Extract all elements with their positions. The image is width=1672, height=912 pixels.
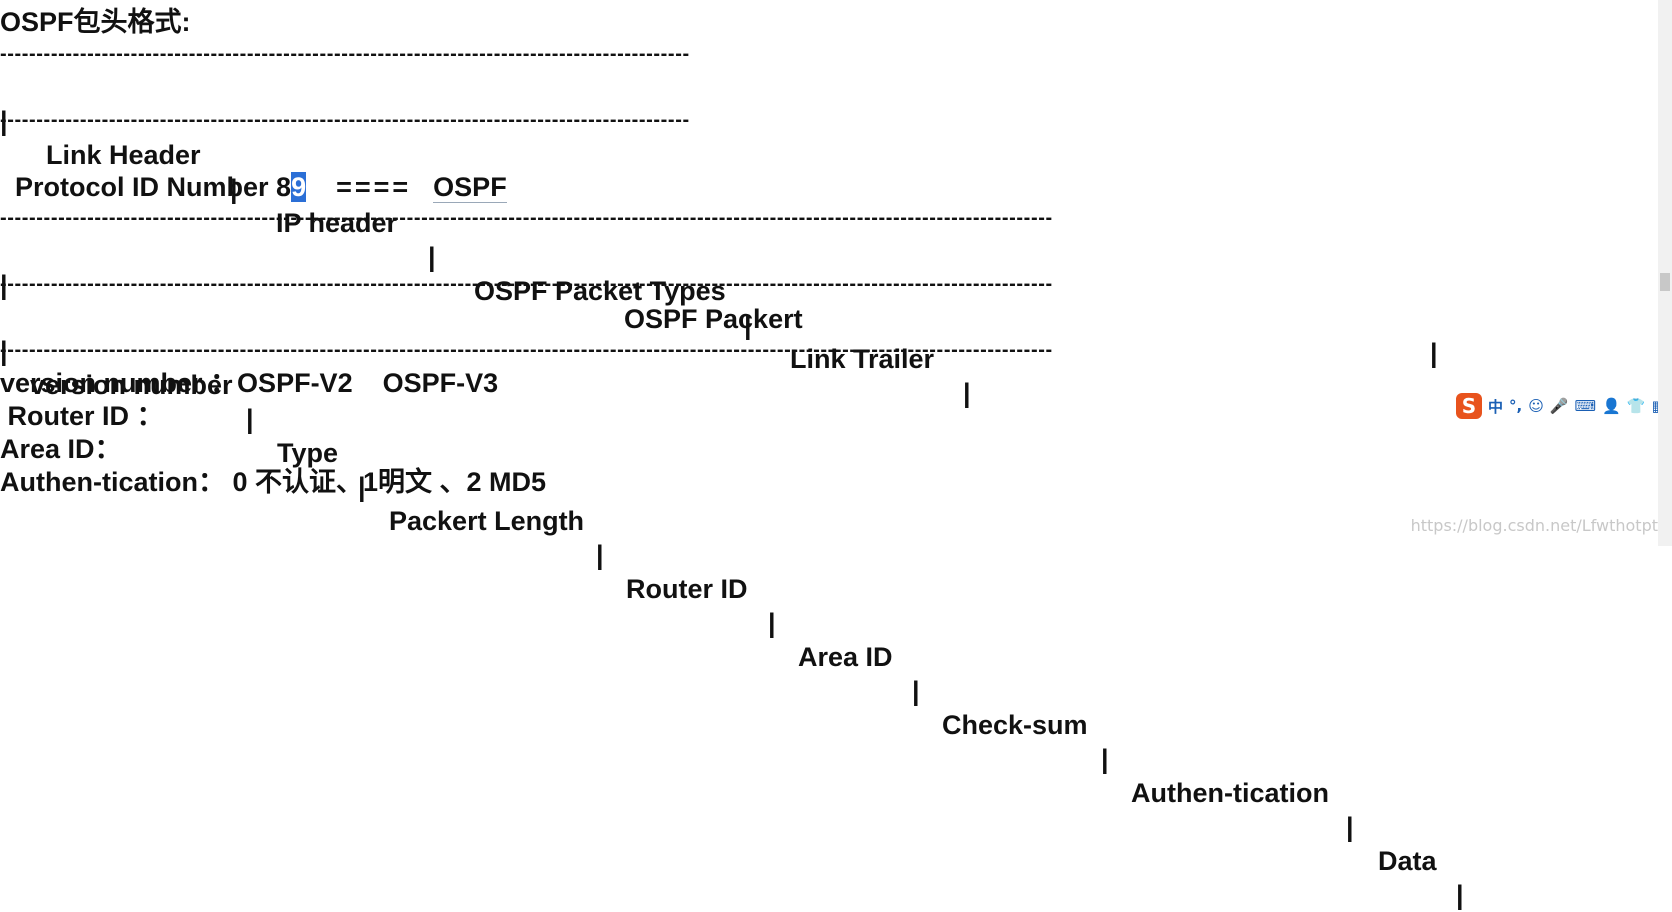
selected-text[interactable]: 9: [291, 172, 307, 202]
microphone-icon[interactable]: 🎤: [1549, 397, 1569, 415]
field-authentication: Authen-tication: [1131, 778, 1329, 808]
user-icon[interactable]: 👤: [1602, 397, 1621, 415]
packet-top-border: ----------------------------------------…: [0, 208, 1053, 228]
watermark: https://blog.csdn.net/Lfwthotpt: [1410, 516, 1658, 535]
field-packert-length: Packert Length: [389, 506, 585, 536]
scrollbar-thumb[interactable]: [1660, 273, 1670, 291]
frame-ospf-packet-types: OSPF Packet Types: [474, 276, 726, 306]
keyboard-icon[interactable]: ⌨: [1574, 397, 1597, 415]
packet-separator: |: [1101, 744, 1109, 774]
link-frame-row: | Link Header | IP header | OSPF Packet …: [0, 70, 971, 410]
field-version-number: version number: [30, 370, 233, 400]
packet-separator: |: [0, 336, 8, 366]
field-router-id: Router ID: [626, 574, 748, 604]
packet-bottom-border: ----------------------------------------…: [0, 340, 1053, 360]
packet-title: OSPF Packert: [624, 304, 803, 334]
packet-separator: |: [596, 540, 604, 570]
packet-separator: |: [1430, 338, 1438, 368]
packet-separator: |: [1456, 880, 1464, 910]
packet-separator: |: [358, 472, 366, 502]
frame-ip-header: IP header: [276, 208, 398, 238]
frame-separator: |: [963, 378, 971, 408]
skin-icon[interactable]: 👕: [1626, 397, 1646, 415]
frame-bottom-border: ----------------------------------------…: [0, 110, 690, 130]
packet-separator: |: [768, 608, 776, 638]
ime-toolbar[interactable]: S 中 °, ☺ 🎤 ⌨ 👤 👕 ▦: [1456, 392, 1666, 420]
frame-separator: |: [0, 106, 8, 136]
field-data: Data: [1378, 846, 1437, 876]
field-check-sum: Check-sum: [942, 710, 1088, 740]
note-area-id: Area ID：: [0, 434, 122, 464]
packet-separator: |: [246, 404, 254, 434]
note-router-id: Router ID ：: [0, 401, 164, 431]
punctuation-icon[interactable]: °,: [1509, 397, 1523, 415]
note-authentication: Authen-tication： 0 不认证、1明文 、2 MD5: [0, 467, 547, 497]
protocol-prefix: Protocol ID Number 8: [15, 172, 292, 202]
vertical-scrollbar[interactable]: [1658, 0, 1672, 546]
frame-separator: |: [428, 242, 436, 272]
packet-separator: |: [912, 676, 920, 706]
packet-separator: |: [0, 270, 8, 300]
packet-separator: |: [1346, 812, 1354, 842]
packet-middle-border: ----------------------------------------…: [0, 274, 1053, 294]
frame-link-trailer: Link Trailer: [790, 344, 935, 374]
protocol-line: Protocol ID Number 89 ==== OSPF: [0, 136, 507, 204]
note-version-number: version number ：OSPF-V2 OSPF-V3: [0, 368, 499, 398]
frame-separator: |: [744, 310, 752, 340]
page-title: OSPF包头格式:: [0, 7, 191, 37]
field-type: Type: [277, 438, 339, 468]
frame-top-border: ----------------------------------------…: [0, 44, 690, 64]
protocol-arrow: ====: [336, 172, 412, 202]
field-area-id: Area ID: [798, 642, 893, 672]
packet-title-row: | OSPF Packert |: [0, 234, 1472, 370]
frame-link-header: Link Header: [46, 140, 201, 170]
sogou-logo-icon[interactable]: S: [1456, 393, 1482, 419]
frame-separator: |: [230, 174, 238, 204]
protocol-name: OSPF: [433, 172, 507, 203]
chinese-mode-icon[interactable]: 中: [1488, 397, 1504, 416]
emoji-icon[interactable]: ☺: [1528, 397, 1544, 415]
